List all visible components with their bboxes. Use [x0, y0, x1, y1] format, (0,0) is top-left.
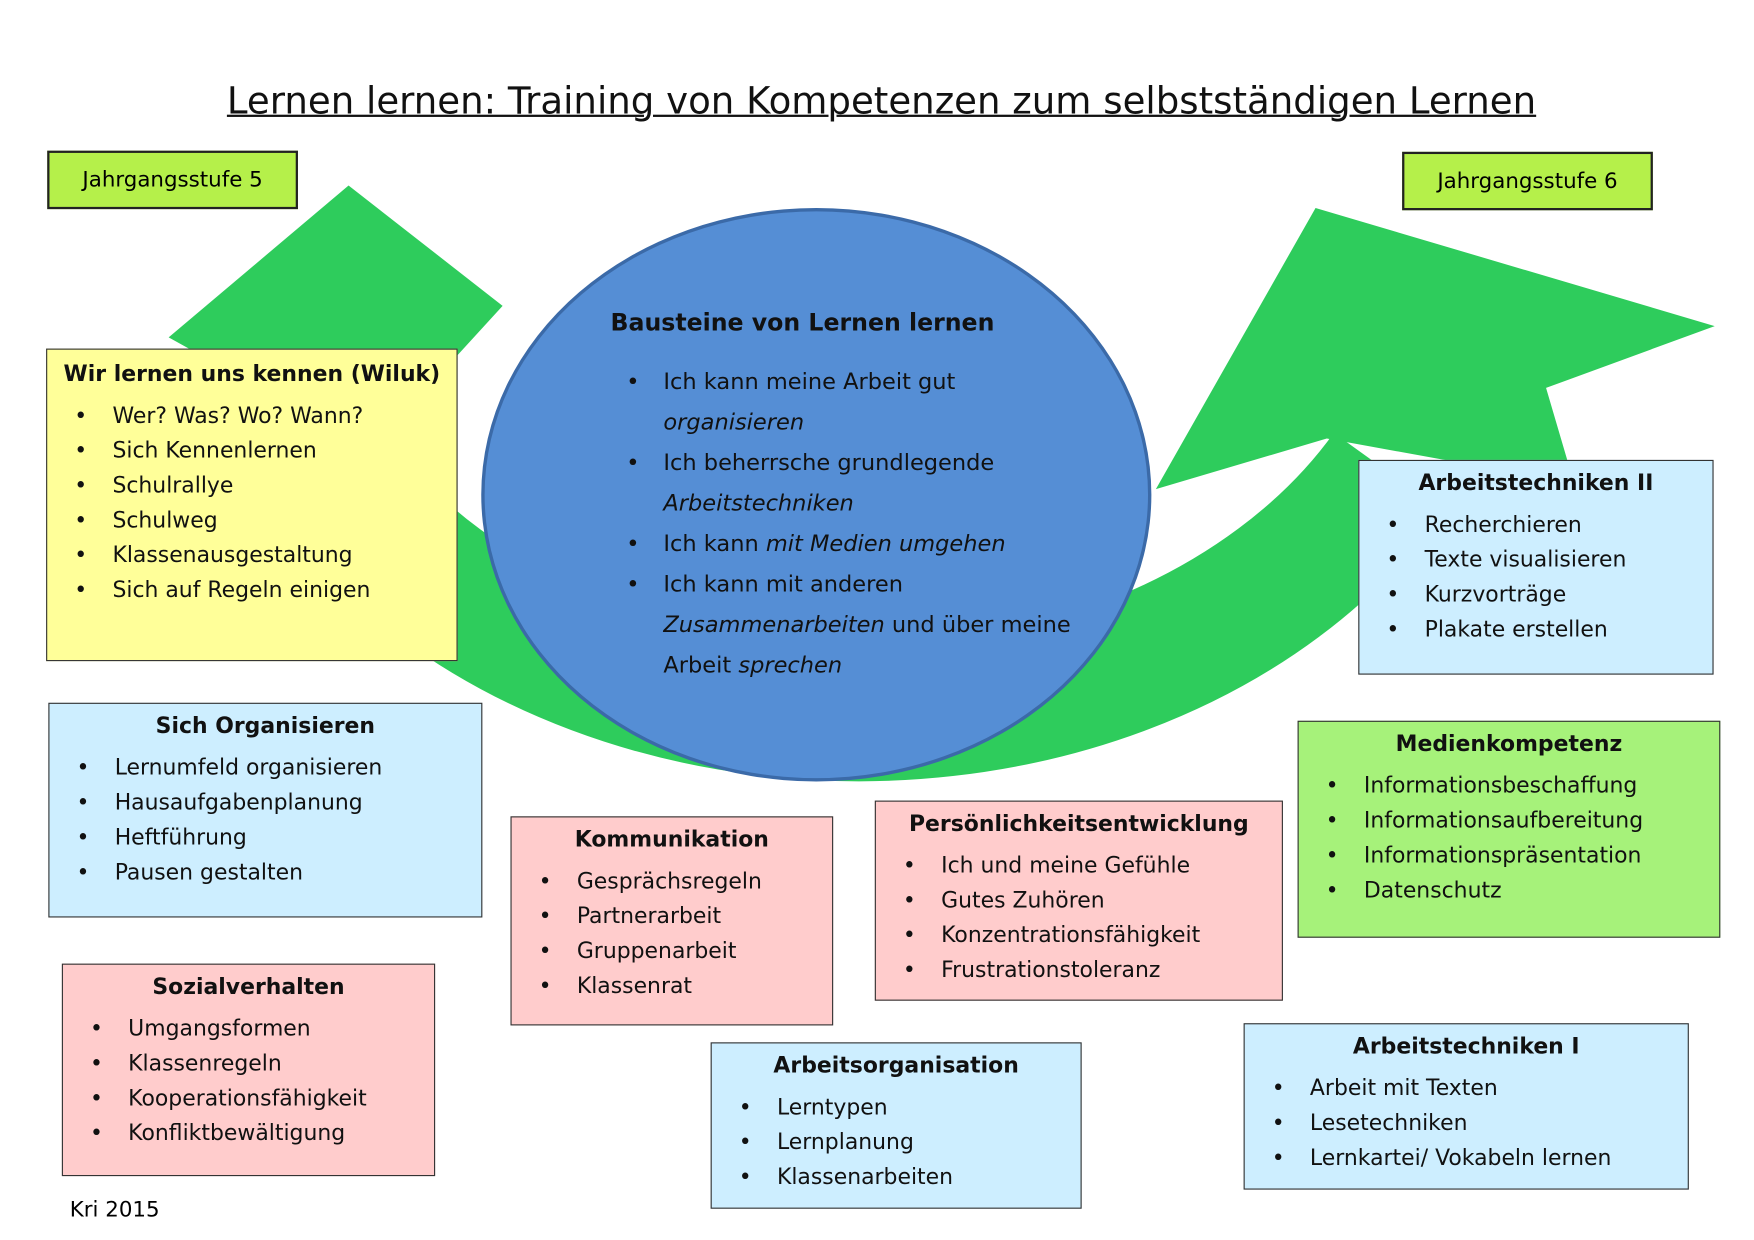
list-item: Heftführung [76, 820, 470, 855]
box-kommunikation: KommunikationGesprächsregelnPartnerarbei… [510, 816, 834, 1026]
text: Ich kann meine Arbeit gut [663, 367, 956, 395]
center-item: Ich kann mit anderen Zusammenarbeiten un… [626, 563, 1079, 684]
grade-label-6: Jahrgangsstufe 6 [1402, 151, 1653, 211]
box-arbeitstechniken-2: Arbeitstechniken II RecherchierenTexte vi… [1358, 459, 1714, 675]
box-title: Kommunikation [574, 826, 769, 853]
box-title: Arbeitsorganisation [773, 1052, 1019, 1079]
box-sich-organisieren: Sich OrganisierenLernumfeld organisieren… [48, 702, 483, 918]
emphasis: mit Medien umgehen [765, 529, 1006, 557]
list-item: Kurzvorträge [1386, 577, 1702, 612]
footer-credit: Kri 2015 [69, 1197, 160, 1223]
list-item: Informationsaufbereitung [1326, 803, 1708, 838]
emphasis: Arbeitstechniken [663, 489, 854, 517]
emphasis: organisieren [663, 408, 805, 436]
list-item: Gutes Zuhören [903, 883, 1270, 918]
list-item: Klassenausgestaltung [74, 537, 445, 572]
list-item: Datenschutz [1326, 873, 1708, 908]
box-list: Ich und meine GefühleGutes ZuhörenKonzen… [887, 848, 1270, 987]
center-item: Ich kann meine Arbeit gut organisieren [626, 361, 1079, 442]
box-wiluk: Wir lernen uns kennen (Wiluk) Wer? Was? W… [46, 348, 458, 662]
box-title: Arbeitstechniken II [1418, 469, 1654, 496]
list-item: Frustrationstoleranz [903, 952, 1270, 987]
list-item: Konfliktbewältigung [90, 1115, 423, 1150]
page-title-text: Lernen lernen: Training von Kompetenzen … [226, 78, 1537, 123]
box-list: Wer? Was? Wo? Wann?Sich KennenlernenSchu… [58, 398, 445, 607]
text: Ich kann mit anderen [663, 570, 903, 598]
list-item: Gruppenarbeit [539, 933, 821, 968]
list-item: Klassenarbeiten [739, 1159, 1069, 1194]
list-item: Recherchieren [1386, 507, 1702, 542]
list-item: Umgangsformen [90, 1011, 423, 1046]
box-arbeitstechniken-1: Arbeitstechniken I Arbeit mit TextenLeset… [1243, 1023, 1689, 1190]
box-title: Arbeitstechniken I [1352, 1033, 1580, 1060]
center-content: Bausteine von Lernen lernen Ich kann mei… [607, 309, 1079, 685]
list-item: Wer? Was? Wo? Wann? [74, 398, 445, 433]
list-item: Informationspräsentation [1326, 838, 1708, 873]
list-item: Pausen gestalten [76, 855, 470, 890]
list-item: Informationsbeschaffung [1326, 768, 1708, 803]
box-list: Lernumfeld organisierenHausaufgabenplanu… [61, 750, 470, 889]
list-item: Lernumfeld organisieren [76, 750, 470, 785]
list-item: Partnerarbeit [539, 898, 821, 933]
list-item: Ich und meine Gefühle [903, 848, 1270, 883]
box-sozialverhalten: SozialverhaltenUmgangsformenKlassenregel… [61, 963, 436, 1177]
box-title: Sich Organisieren [155, 712, 376, 739]
box-list: UmgangsformenKlassenregelnKooperationsfä… [74, 1011, 423, 1150]
center-item: Ich beherrsche grundlegende Arbeitstechn… [626, 442, 1079, 523]
list-item: Lernplanung [739, 1124, 1069, 1159]
box-title: Medienkompetenz [1395, 730, 1623, 757]
text: Ich kann [663, 529, 766, 557]
box-list: RecherchierenTexte visualisierenKurzvort… [1371, 507, 1702, 646]
list-item: Lesetechniken [1272, 1105, 1677, 1140]
box-list: Arbeit mit TextenLesetechnikenLernkartei… [1256, 1070, 1677, 1175]
emphasis: Zusammenarbeiten [663, 610, 885, 638]
list-item: Sich auf Regeln einigen [74, 572, 445, 607]
list-item: Schulrallye [74, 468, 445, 503]
box-list: GesprächsregelnPartnerarbeitGruppenarbei… [523, 864, 821, 1003]
center-item: Ich kann mit Medien umgehen [626, 523, 1079, 563]
list-item: Texte visualisieren [1386, 542, 1702, 577]
list-item: Kooperationsfähigkeit [90, 1081, 423, 1116]
box-title: Sozialverhalten [152, 973, 345, 1000]
box-arbeitsorganisation: ArbeitsorganisationLerntypenLernplanungK… [710, 1042, 1082, 1209]
list-item: Gesprächsregeln [539, 864, 821, 899]
arrowhead-right [1155, 208, 1715, 490]
list-item: Klassenrat [539, 968, 821, 1003]
list-item: Plakate erstellen [1386, 612, 1702, 647]
box-title: Persönlichkeitsentwicklung [908, 810, 1249, 837]
list-item: Arbeit mit Texten [1272, 1070, 1677, 1105]
list-item: Klassenregeln [90, 1046, 423, 1081]
list-item: Konzentrationsfähigkeit [903, 918, 1270, 953]
box-medienkompetenz: MedienkompetenzInformationsbeschaffungIn… [1297, 720, 1721, 938]
text: Ich beherrsche grundlegende [663, 448, 995, 476]
list-item: Sich Kennenlernen [74, 433, 445, 468]
list-item: Lerntypen [739, 1090, 1069, 1125]
box-list: LerntypenLernplanungKlassenarbeiten [723, 1090, 1069, 1195]
page-title: Lernen lernen: Training von Kompetenzen … [0, 79, 1754, 123]
text: und über meine Arbeit [663, 610, 1071, 679]
box-title: Wir lernen uns kennen (Wiluk) [63, 360, 441, 387]
box-list: InformationsbeschaffungInformationsaufbe… [1310, 768, 1708, 907]
grade-label-5: Jahrgangsstufe 5 [47, 150, 298, 210]
box-persoenlichkeitsentwicklung: PersönlichkeitsentwicklungIch und meine … [874, 800, 1283, 1001]
emphasis: sprechen [738, 651, 843, 679]
list-item: Lernkartei/ Vokabeln lernen [1272, 1140, 1677, 1175]
center-title: Bausteine von Lernen lernen [610, 309, 995, 337]
list-item: Hausaufgabenplanung [76, 785, 470, 820]
list-item: Schulweg [74, 503, 445, 538]
